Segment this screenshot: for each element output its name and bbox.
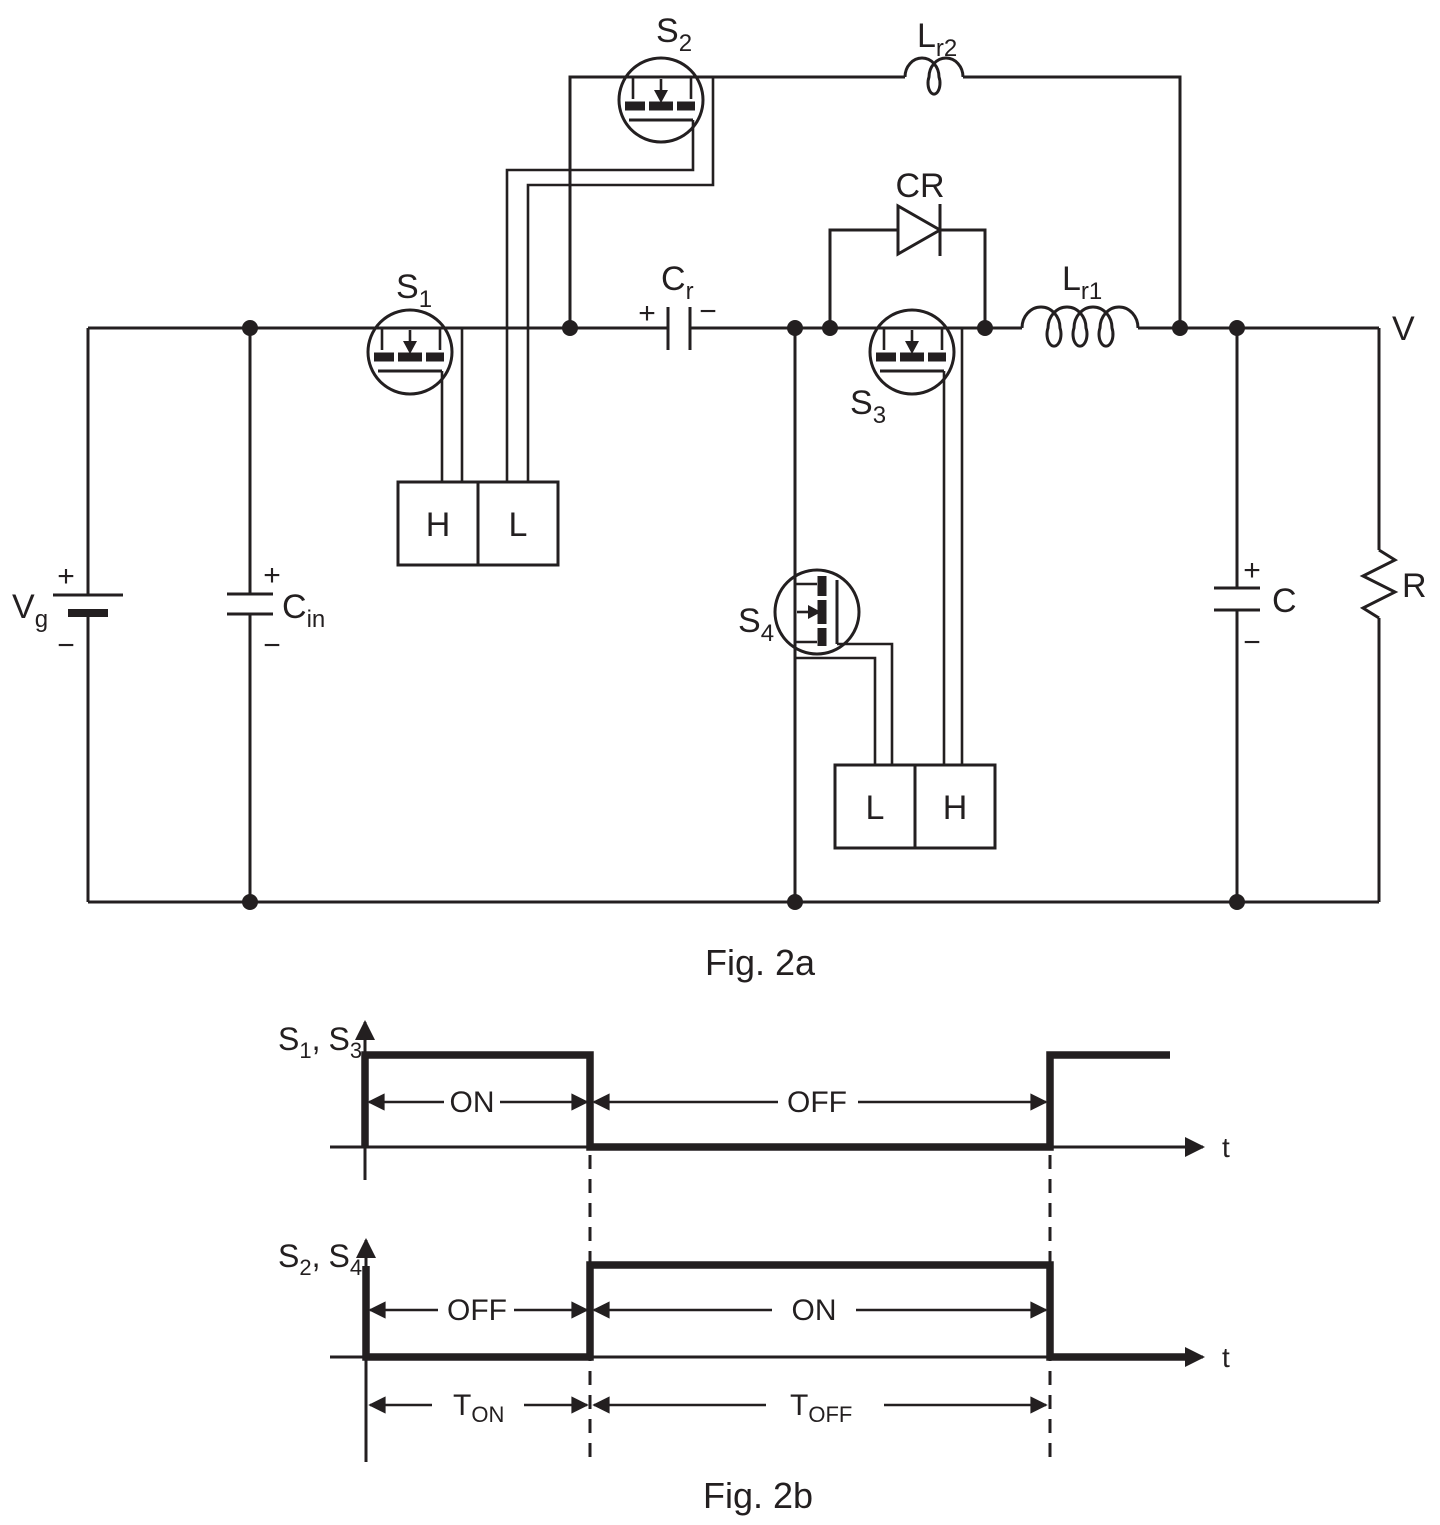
off-dimension-arrow: OFF [592, 1086, 1048, 1119]
c-plus-sign: + [1243, 554, 1261, 587]
node-dot [822, 320, 838, 336]
cin-minus-sign: − [263, 629, 281, 662]
vg-label: Vg [12, 588, 48, 633]
vg-minus-sign: − [57, 629, 75, 662]
r-zigzag [1359, 548, 1399, 620]
diode-triangle [896, 203, 944, 257]
driver-box-s1: H L [396, 480, 560, 567]
cin-plus-sign: + [263, 559, 281, 592]
fig-2a-caption: Fig. 2a [705, 942, 816, 983]
mosfet-s4: S4 [738, 568, 894, 765]
mosfet-s2: S2 [505, 12, 715, 482]
s2-label: S2 [656, 12, 692, 57]
node-dot [1172, 320, 1188, 336]
diode-label: CR [895, 167, 944, 205]
s4-gate-wire [837, 642, 894, 765]
mosfet-s3: S3 [850, 308, 964, 765]
off-label: OFF [787, 1086, 847, 1119]
driver-s4-l-label: L [866, 789, 885, 827]
battery-vg: + − Vg [12, 560, 123, 662]
t-axis-label: t [1222, 1342, 1230, 1373]
s3-label: S3 [850, 384, 886, 429]
s1-s3-signal-label: S1,S3 [278, 1021, 362, 1063]
lr1-label: Lr1 [1062, 260, 1102, 305]
lr1-coil [1020, 305, 1140, 348]
node-dot [242, 894, 258, 910]
timing-diagrams: t S1,S3 ON OFF t S2,S4 OFF [278, 1020, 1230, 1516]
cr-plus-sign: + [638, 297, 656, 330]
s1-s3-waveform [361, 1051, 1170, 1151]
s2-source-sense-wire [526, 77, 715, 482]
s4-body-circle [773, 568, 861, 656]
s3-arrow-head [905, 341, 919, 354]
s4-source-sense-wire [795, 656, 877, 765]
junction-dots [242, 320, 1245, 910]
capacitor-cr: + − Cr [638, 260, 717, 350]
fig-2b-caption: Fig. 2b [703, 1475, 813, 1516]
on-dimension-arrow: ON [367, 1086, 589, 1119]
circuit-schematic: + − Vg + − Cin S1 [12, 12, 1427, 983]
s2-body-circle [617, 56, 705, 144]
s1-body-circle [366, 308, 454, 396]
node-dot [977, 320, 993, 336]
s2-branch-wire [568, 75, 905, 328]
diode-left-wire [828, 228, 898, 328]
wiring [86, 75, 1381, 904]
vg-plus-sign: + [57, 560, 75, 593]
driver-s1-l-label: L [509, 506, 528, 544]
resistor-r: R [1359, 548, 1427, 620]
cin-label: Cin [282, 588, 325, 633]
s1-label: S1 [396, 268, 432, 313]
node-dot [787, 894, 803, 910]
timing-diagram-s2-s4: t S2,S4 OFF ON TON TOFF [278, 1238, 1230, 1462]
output-node-label: V [1392, 310, 1415, 348]
lr2-coil [903, 56, 965, 96]
node-dot [562, 320, 578, 336]
off-label: OFF [447, 1294, 507, 1327]
on-label: ON [792, 1294, 837, 1327]
c-minus-sign: − [1243, 626, 1261, 659]
on-dimension-arrow: ON [592, 1294, 1048, 1327]
s2-arrow-head [654, 90, 668, 103]
t-off-label: TOFF [790, 1389, 852, 1427]
driver-box-s4: L H [833, 763, 997, 850]
t-off-dimension-arrow: TOFF [592, 1389, 1048, 1427]
capacitor-cin: + − Cin [227, 559, 325, 662]
mosfet-s1: S1 [366, 268, 464, 482]
s2-s4-signal-label: S2,S4 [278, 1238, 362, 1280]
off-dimension-arrow: OFF [368, 1294, 589, 1327]
s4-arrow-head [808, 605, 821, 619]
r-label: R [1402, 567, 1427, 605]
diode-right-wire [940, 228, 987, 328]
node-dot [1229, 894, 1245, 910]
s3-body-circle [868, 308, 956, 396]
diode-cr: CR [895, 167, 945, 257]
driver-s4-h-label: H [943, 789, 968, 827]
capacitor-c: + − C [1214, 554, 1297, 659]
t-axis-label: t [1222, 1132, 1230, 1163]
s1-arrow-head [403, 341, 417, 354]
lr2-label: Lr2 [917, 17, 957, 62]
node-dot [242, 320, 258, 336]
driver-s1-h-label: H [426, 506, 451, 544]
on-label: ON [450, 1086, 495, 1119]
inductor-lr1: Lr1 [1020, 260, 1140, 348]
t-on-dimension-arrow: TON [368, 1389, 589, 1427]
inductor-lr2: Lr2 [903, 17, 965, 96]
node-dot [1229, 320, 1245, 336]
s2-gate-wire [505, 120, 695, 482]
node-dot [787, 320, 803, 336]
s4-label: S4 [738, 602, 774, 647]
cr-minus-sign: − [699, 295, 717, 328]
s2-s4-waveform [362, 1261, 1185, 1361]
timing-diagram-s1-s3: t S1,S3 ON OFF [278, 1020, 1230, 1180]
c-label: C [1272, 582, 1297, 620]
cr-label: Cr [661, 260, 694, 305]
lr2-return-wire [963, 75, 1182, 328]
t-on-label: TON [453, 1389, 504, 1427]
